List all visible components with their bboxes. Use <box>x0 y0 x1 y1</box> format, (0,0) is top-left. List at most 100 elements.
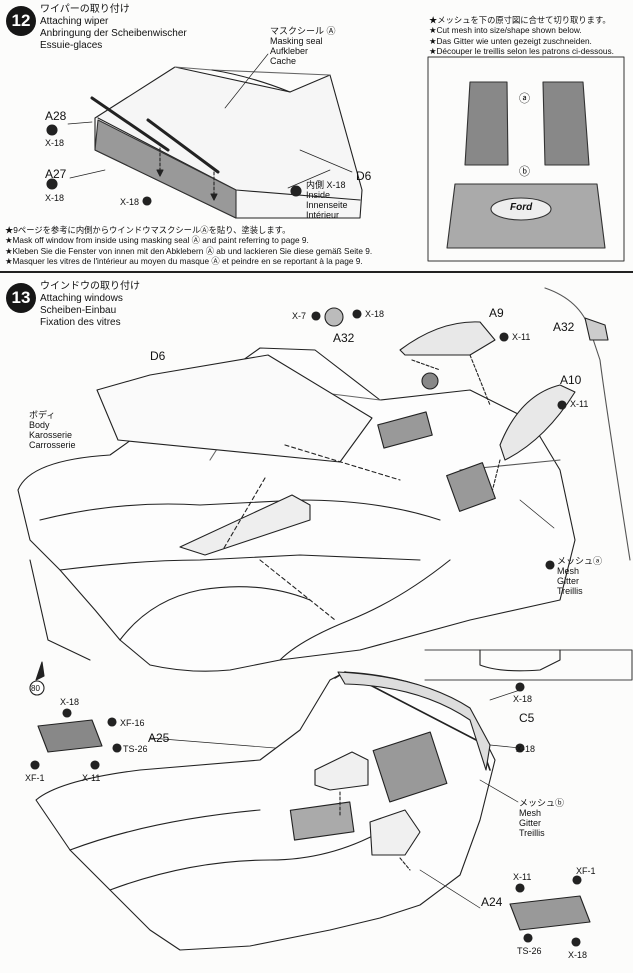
mesh-note-en: ★Cut mesh into size/shape shown below. <box>429 25 582 36</box>
mesh-a-de: Gitter <box>557 576 580 586</box>
paint-ts26-bottom: TS-26 <box>517 946 542 956</box>
mesh-a-label: メッシュⓐ Mesh Gitter Treillis <box>557 556 602 596</box>
part-a27: A27 <box>45 167 67 181</box>
step-12-title: ワイパーの取り付け Attaching wiper Anbringung der… <box>40 4 187 52</box>
mesh-b-label: メッシュⓑ Mesh Gitter Treillis <box>519 798 564 838</box>
paint-x18-a28: X-18 <box>45 138 65 148</box>
part-a28: A28 <box>45 109 67 123</box>
inside-label: 内側 X-18 Inside Innenseite Intérieur <box>306 180 348 220</box>
paint-xf1: XF-1 <box>25 773 45 783</box>
page-ref-80-label: 80 <box>31 684 40 693</box>
paint-x11-a9: X-11 <box>512 332 531 342</box>
paint-x7: X-7 <box>292 311 307 321</box>
light-a25 <box>314 751 369 791</box>
paint-x18-lamp: X-18 <box>60 697 80 707</box>
paint-ts26: TS-26 <box>123 744 148 754</box>
step-12-notes: ★9ページを参考に内側からウインドウマスクシールⒶを貼り、塗装します。 ★Mas… <box>5 225 372 267</box>
lamp-detail-bottom <box>509 895 591 931</box>
step-13-title-ja: ウインドウの取り付け <box>40 281 140 292</box>
part-a9: A9 <box>489 306 504 320</box>
part-a32: A32 <box>333 331 355 345</box>
rear-window-d6 <box>96 354 373 463</box>
paint-x18-bottom: X-18 <box>568 950 588 960</box>
lamp-a9 <box>399 321 496 356</box>
inside-de: Innenseite <box>306 200 348 210</box>
paint-x11-bottom: X-11 <box>513 872 532 882</box>
mesh-notes: ★メッシュを下の原寸図に合せて切り取ります。 ★Cut mesh into si… <box>429 15 614 57</box>
part-a25: A25 <box>148 731 170 745</box>
windshield-lower-band <box>94 119 237 219</box>
part-a24: A24 <box>481 895 503 909</box>
mesh-note-fr: ★Découper le treillis selon les patrons … <box>429 46 614 57</box>
mesh-a-left <box>464 81 509 166</box>
mask-seal-ja: マスクシール Ⓐ <box>270 26 336 36</box>
step-13-title-en: Attaching windows <box>40 293 123 304</box>
mesh-template-frame <box>427 56 625 262</box>
mesh-b-ja: メッシュⓑ <box>519 798 565 808</box>
mask-seal-fr: Cache <box>270 56 297 66</box>
step-12-note-de: ★Kleben Sie die Fenster von innen mit de… <box>5 245 373 256</box>
bumper-c5 <box>337 671 491 771</box>
side-window <box>179 494 311 556</box>
mesh-b-en: Mesh <box>519 808 542 818</box>
step-12-title-en: Attaching wiper <box>40 16 109 27</box>
step-13-title-de: Scheiben-Einbau <box>40 305 117 316</box>
wiper-a27 <box>146 118 220 174</box>
lamp-a10 <box>499 384 576 461</box>
inside-en: Inside <box>306 190 331 200</box>
mask-seal-de: Aufkleber <box>270 46 309 56</box>
section-divider <box>0 271 633 273</box>
step-13-badge: 13 <box>6 283 36 313</box>
step-12-note-ja: ★9ページを参考に内側からウインドウマスクシールⒶを貼り、塗装します。 <box>5 225 291 235</box>
mesh-b-fr: Treillis <box>519 828 545 838</box>
paint-xf1-bottom: XF-1 <box>576 866 596 876</box>
mesh-b-grille <box>372 731 448 803</box>
body-en: Body <box>29 420 50 430</box>
mesh-note-ja: ★メッシュを下の原寸図に合せて切り取ります。 <box>429 15 611 25</box>
mesh-a-grille-left <box>377 411 433 449</box>
part-d6-step13: D6 <box>150 349 166 363</box>
paint-xf16: XF-16 <box>120 718 145 728</box>
body-label: ボディ Body Karosserie Carrosserie <box>29 410 76 450</box>
mesh-a-en: Mesh <box>557 566 580 576</box>
mask-seal-label: マスクシール Ⓐ Masking seal Aufkleber Cache <box>270 26 336 66</box>
paint-x18-c5b: X-18 <box>516 744 536 754</box>
body-ja: ボディ <box>29 410 56 420</box>
mesh-template-b-marker: ⓑ <box>519 166 530 178</box>
paint-x18-a27: X-18 <box>45 193 65 203</box>
mesh-a-right <box>542 81 590 166</box>
step-13-title-fr: Fixation des vitres <box>40 317 121 328</box>
step-12-title-ja: ワイパーの取り付け <box>40 4 130 15</box>
mesh-template-a-marker: ⓐ <box>519 93 530 105</box>
part-a32-right: A32 <box>553 320 575 334</box>
page-ref-80 <box>35 661 45 681</box>
inside-ja: 内側 X-18 <box>306 180 346 190</box>
paint-x18-top: X-18 <box>365 309 385 319</box>
mesh-b-de: Gitter <box>519 818 542 828</box>
body-fr: Carrosserie <box>29 440 76 450</box>
paint-x11-lamp: X-11 <box>82 773 101 783</box>
light-a24 <box>369 809 421 856</box>
step-12-note-en: ★Mask off window from inside using maski… <box>5 235 309 246</box>
tail-lamp-detail <box>37 719 103 753</box>
body-de: Karosserie <box>29 430 73 440</box>
mesh-a-ja: メッシュⓐ <box>557 556 603 566</box>
ford-logo: Ford <box>510 202 533 213</box>
part-d6-step12: D6 <box>356 169 372 183</box>
mesh-note-de: ★Das Gitter wie unten gezeigt zuschneide… <box>429 35 592 46</box>
paint-x18-c5: X-18 <box>513 694 533 704</box>
mesh-a-fr: Treillis <box>557 586 583 596</box>
part-a10: A10 <box>560 373 582 387</box>
mirror-a32 <box>584 317 609 341</box>
step-12-badge: 12 <box>6 6 36 36</box>
step-12-note-fr: ★Masquer les vitres de l'intérieur au mo… <box>5 256 363 267</box>
mesh-a-grille-right <box>446 462 496 512</box>
part-c5: C5 <box>519 711 535 725</box>
mask-seal-en: Masking seal <box>270 36 323 46</box>
paint-x18-center: X-18 <box>120 197 140 207</box>
step-13-title: ウインドウの取り付け Attaching windows Scheiben-Ei… <box>40 281 140 329</box>
wiper-a28 <box>90 96 170 152</box>
inside-fr: Intérieur <box>306 210 340 220</box>
